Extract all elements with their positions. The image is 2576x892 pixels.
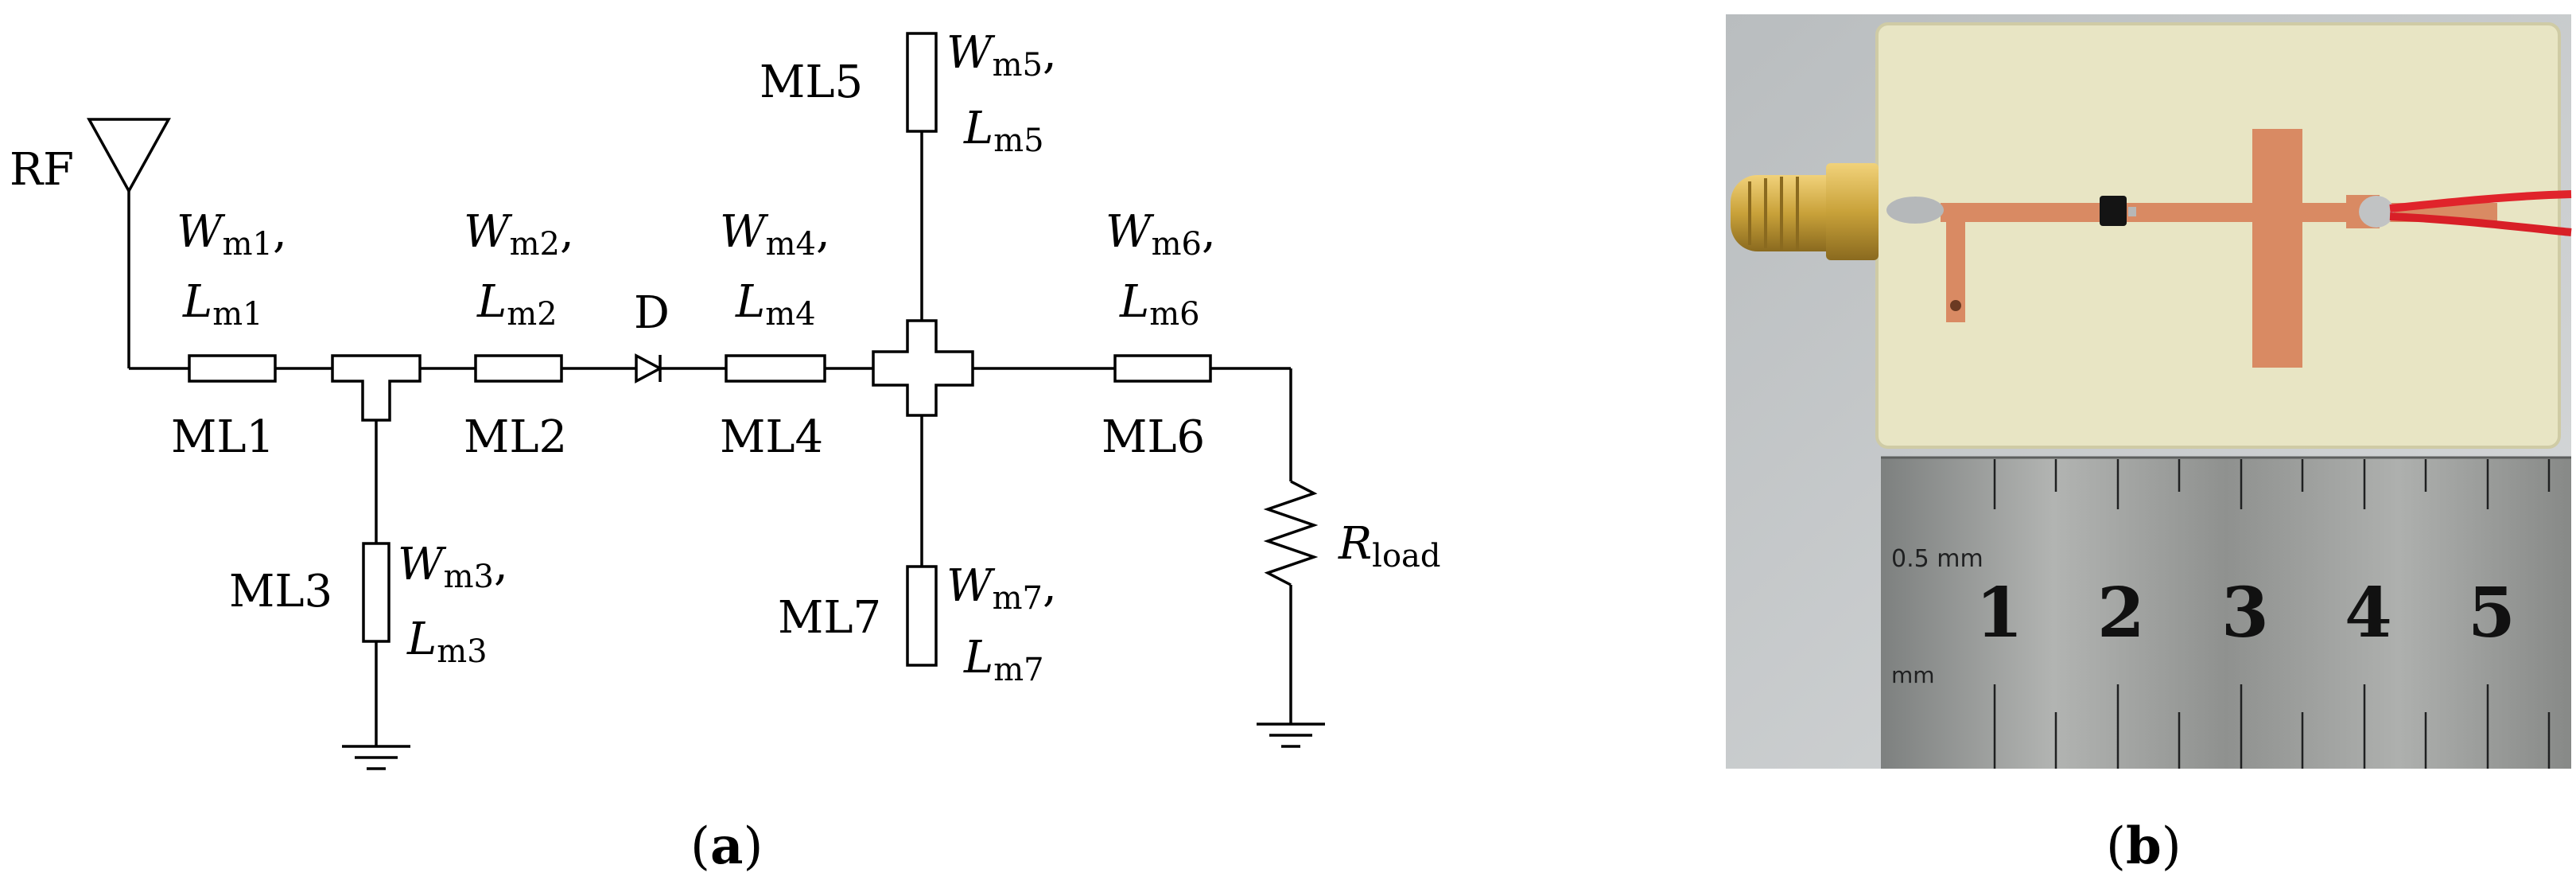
solder-joint-load	[2359, 196, 2394, 228]
ml7-params: Wm7, Lm7	[946, 560, 1057, 688]
diode-component	[2100, 196, 2127, 226]
svg-text:Wm4,: Wm4,	[720, 206, 830, 263]
caption-a: (a)	[690, 816, 763, 876]
load-resistor-icon	[1263, 480, 1319, 586]
svg-text:Lm7: Lm7	[963, 632, 1044, 688]
t-junction	[331, 354, 422, 422]
ml7-label: ML7	[778, 592, 881, 644]
ml6-label: ML6	[1102, 411, 1205, 463]
svg-text:Wm1,: Wm1,	[177, 206, 287, 263]
ml5-params: Wm5, Lm5	[946, 27, 1057, 159]
load-label: Rload	[1338, 518, 1441, 575]
schematic-panel	[87, 32, 1325, 770]
ml3-label: ML3	[229, 566, 332, 617]
steel-ruler: 0.5 mm mm 1 2 3 4 5	[1881, 456, 2571, 769]
ruler-number-3: 3	[2221, 573, 2269, 653]
ground-icon-ml3	[342, 745, 410, 770]
ml2-label: ML2	[464, 411, 567, 463]
ruler-number-1: 1	[1976, 573, 2023, 653]
pcb-substrate	[1875, 22, 2561, 449]
schematic-labels: RF D ML1 ML2 ML3 ML4 ML5 ML6 ML7 Wm1, Lm…	[10, 27, 1441, 876]
ml1-params: Wm1, Lm1	[177, 206, 287, 333]
svg-text:Wm2,: Wm2,	[464, 206, 574, 263]
svg-text:Wm6,: Wm6,	[1105, 206, 1216, 263]
ml5-label: ML5	[760, 56, 863, 108]
ml4-params: Wm4, Lm4	[720, 206, 830, 333]
ml4-box	[725, 354, 826, 383]
ml3-params: Wm3, Lm3	[398, 539, 508, 670]
svg-text:Wm5,: Wm5,	[946, 27, 1057, 84]
ground-icon-load	[1257, 723, 1325, 748]
ml3-box	[362, 542, 390, 643]
diode-label: D	[634, 287, 670, 339]
load-wire	[2389, 190, 2572, 212]
svg-text:Wm7,: Wm7,	[946, 560, 1057, 617]
solder-joint-input	[1886, 197, 1944, 224]
antenna-label: RF	[10, 144, 74, 196]
via-hole	[1950, 300, 1961, 311]
ml4-label: ML4	[720, 411, 823, 463]
caption-b: (b)	[2106, 816, 2182, 876]
ml1-label: ML1	[171, 411, 274, 463]
ruler-number-5: 5	[2468, 573, 2516, 653]
ml2-params: Wm2, Lm2	[464, 206, 574, 333]
ruler-number-4: 4	[2345, 573, 2392, 653]
copper-traces	[1941, 129, 2497, 368]
ml5-box	[906, 32, 938, 133]
ml7-box	[906, 565, 938, 667]
ruler-half-mm-label: 0.5 mm	[1891, 545, 1983, 573]
svg-text:Lm6: Lm6	[1119, 276, 1200, 333]
ml1-box	[188, 354, 277, 383]
svg-text:Lm3: Lm3	[406, 613, 488, 670]
ml2-box	[474, 354, 563, 383]
svg-text:Lm1: Lm1	[182, 276, 263, 333]
cross-junction	[872, 319, 974, 417]
ml6-box	[1113, 354, 1212, 383]
sma-connector	[1731, 163, 1879, 260]
svg-text:Wm3,: Wm3,	[398, 539, 508, 595]
ruler-number-2: 2	[2097, 573, 2145, 653]
svg-text:Lm2: Lm2	[476, 276, 558, 333]
ml6-params: Wm6, Lm6	[1105, 206, 1216, 333]
ruler-mm-label: mm	[1891, 662, 1935, 688]
photo-panel: 0.5 mm mm 1 2 3 4 5 (b)	[1726, 14, 2572, 876]
antenna-icon	[87, 118, 171, 194]
diode-icon	[635, 353, 663, 384]
svg-text:Lm5: Lm5	[963, 103, 1044, 159]
svg-text:Lm4: Lm4	[735, 276, 816, 333]
